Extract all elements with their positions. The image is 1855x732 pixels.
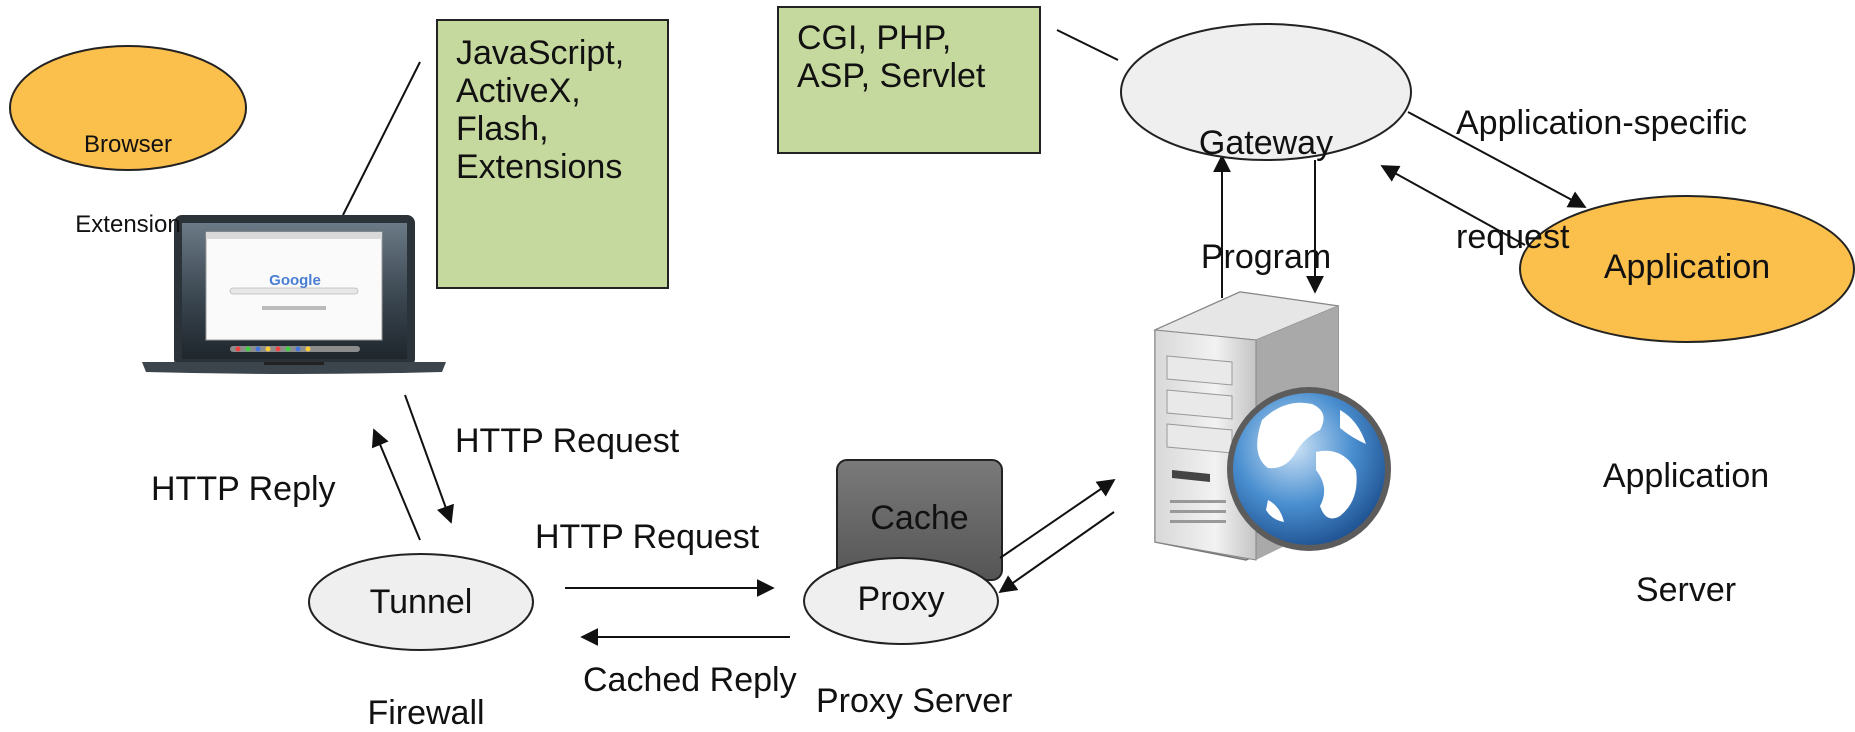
proxy-node [803,557,999,645]
application-node [1519,195,1855,343]
arrow-application-to-gateway [1380,165,1526,246]
app-specific-request-line-1: Application-specific [1456,104,1748,143]
browser-extension-line-1: Browser [83,130,173,158]
arrow-http-reply-to-browser [371,428,421,541]
client-tech-line-4: Extensions [456,148,623,187]
tunnel-node [308,553,534,651]
gateway-program-line-1: Gateway [1198,124,1334,163]
proxy-server-label: Proxy Server [816,682,1013,720]
globe-icon [1227,387,1391,551]
tunnel-label: Tunnel [369,583,473,621]
cache-label: Cache [870,499,969,537]
client-tech-line-1: JavaScript, [456,34,625,72]
connector-gateway-to-server-tech [1056,29,1119,61]
gateway-program-label: Gateway Program [1176,48,1356,315]
laptop-search-brand: Google [269,272,321,289]
arrow-gateway-to-application [1407,111,1587,208]
arrow-http-request-to-tunnel [404,394,454,524]
gateway-program-line-2: Program [1200,238,1332,277]
http-reply-browser-label: HTTP Reply [151,470,336,508]
client-tech-line-2: ActiveX, [456,72,581,111]
connector-laptop-to-client-tech [342,61,421,216]
gateway-program-node [1120,23,1412,161]
application-label: Application [1603,248,1771,286]
server-tech-line-1: CGI, PHP, [797,19,952,57]
firewall-label: Firewall [367,694,485,732]
arrow-web-server-to-proxy [998,511,1115,594]
browser-extension-node [9,45,247,171]
client-tech-box: JavaScript, ActiveX, Flash, Extensions [436,19,669,289]
server-tech-line-2: ASP, Servlet [797,57,986,96]
server-tech-box: CGI, PHP, ASP, Servlet [777,6,1041,154]
app-specific-request-label: Application-specific request [1456,28,1747,295]
http-request-browser-label: HTTP Request [455,422,680,460]
browser-extension-label: Browser Extension [58,78,198,266]
client-tech-line-3: Flash, [456,110,549,149]
cached-reply-label: Cached Reply [583,661,797,699]
laptop-icon [142,215,446,374]
application-server-label: Application Server [1566,381,1806,648]
application-server-line-1: Application [1602,457,1770,496]
application-server-line-2: Server [1635,571,1737,610]
browser-extension-line-2: Extension [75,211,181,239]
app-specific-request-line-2: request [1456,218,1570,257]
arrow-proxy-to-web-server [999,478,1116,559]
http-request-proxy-label: HTTP Request [535,518,760,556]
proxy-label: Proxy [857,580,945,618]
